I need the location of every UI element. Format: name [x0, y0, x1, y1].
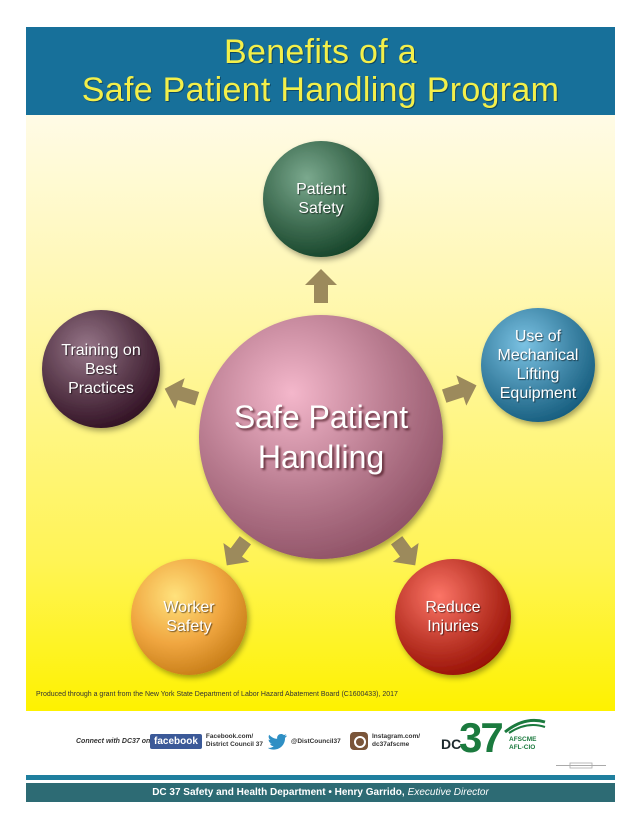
node-circle-mechanical-lifting — [481, 308, 595, 422]
node-label-line: Worker — [163, 599, 215, 616]
union-bug-icon — [556, 762, 606, 769]
facebook-link[interactable]: Facebook.com/ District Council 37 — [206, 733, 263, 749]
title-line-1: Benefits of a — [224, 33, 417, 71]
instagram-icon[interactable] — [350, 732, 368, 750]
union-line-2: AFL-CIO — [509, 744, 536, 751]
grant-credit: Produced through a grant from the New Yo… — [36, 691, 398, 698]
node-label-line: Safety — [298, 200, 344, 217]
benefits-diagram — [42, 141, 595, 675]
arrow-to-patient-safety — [305, 269, 337, 303]
footer-bar: DC 37 Safety and Health Department • Hen… — [26, 783, 615, 802]
twitter-handle[interactable]: @DistCouncil37 — [291, 738, 341, 745]
center-circle — [199, 315, 443, 559]
node-label-line: Training on — [61, 341, 141, 359]
node-circle-training — [42, 310, 160, 428]
wing-mark-icon — [504, 718, 546, 734]
node-label-line: Patient — [296, 181, 346, 198]
center-label-line-1: Safe Patient — [233, 399, 409, 435]
instagram-line-1: Instagram.com/ — [372, 733, 421, 740]
footer-text: DC 37 Safety and Health Department • Hen… — [152, 787, 405, 798]
twitter-icon[interactable] — [268, 734, 288, 750]
center-label-line-2: Handling — [257, 439, 385, 475]
social-bar: Connect with DC37 on: facebook Facebook.… — [26, 714, 615, 769]
node-circle-worker-safety — [131, 559, 247, 675]
node-circle-patient-safety — [263, 141, 379, 257]
connect-label: Connect with DC37 on: — [76, 738, 153, 745]
arrow-to-mechanical-lifting — [442, 375, 477, 406]
node-label-line: Use of — [514, 328, 562, 345]
node-label-line: Best — [84, 360, 117, 378]
dc-number: 37 — [459, 714, 504, 761]
arrow-to-reduce-injuries — [391, 536, 419, 566]
title-line-2: Safe Patient Handling Program — [81, 71, 560, 109]
poster-header: Benefits of a Safe Patient Handling Prog… — [26, 27, 615, 115]
facebook-line-1: Facebook.com/ — [205, 733, 254, 740]
union-line-1: AFSCME — [509, 736, 537, 743]
node-label-line: Injuries — [427, 618, 479, 635]
node-label-line: Mechanical — [497, 347, 579, 364]
dc-prefix: DC — [441, 736, 462, 752]
node-label-line: Reduce — [425, 599, 481, 616]
arrow-to-worker-safety — [223, 536, 251, 566]
node-circle-reduce-injuries — [395, 559, 511, 675]
node-label-line: Safety — [166, 618, 212, 635]
facebook-icon[interactable]: facebook — [150, 733, 202, 749]
instagram-line-2: dc37afscme — [372, 741, 410, 748]
footer-title: Executive Director — [407, 787, 489, 798]
facebook-line-2: District Council 37 — [205, 741, 263, 748]
instagram-link[interactable]: Instagram.com/ dc37afscme — [372, 733, 420, 749]
dc37-logo: DC 37 AFSCME AFL-CIO — [441, 714, 551, 764]
footer-stripe — [26, 775, 615, 780]
node-label-line: Practices — [68, 379, 134, 397]
arrow-to-training — [164, 378, 200, 409]
node-label-line: Equipment — [499, 385, 577, 402]
node-label-line: Lifting — [516, 366, 560, 383]
